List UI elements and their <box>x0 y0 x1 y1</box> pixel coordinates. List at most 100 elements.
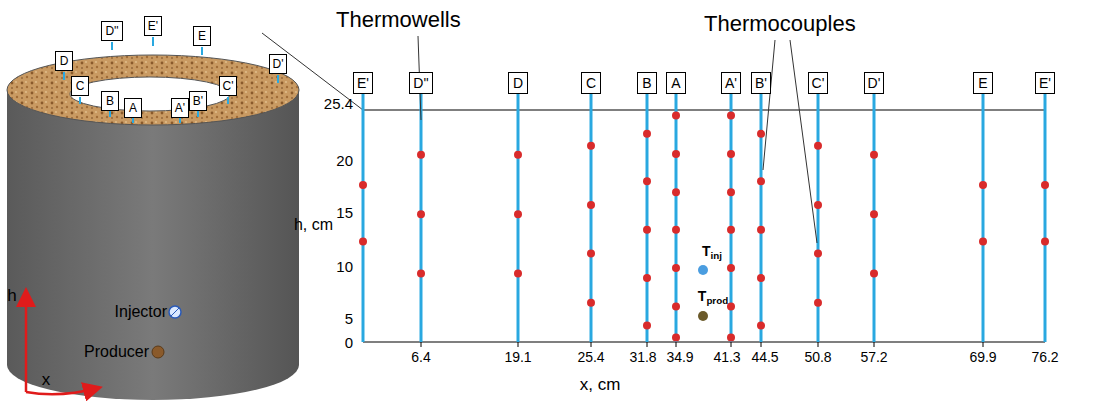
axis-name: x <box>42 371 51 390</box>
tick <box>591 342 592 347</box>
leader-line <box>790 40 817 243</box>
tick <box>874 342 875 347</box>
well-label-box: E <box>973 72 993 94</box>
thermocouple-dot <box>727 333 735 341</box>
well-label-box: C' <box>808 72 829 94</box>
thermocouple-dot <box>814 249 822 257</box>
well-letter: D <box>513 75 523 91</box>
tick <box>761 342 762 347</box>
x-axis <box>26 388 98 394</box>
thermocouple-dot <box>727 188 735 196</box>
tick-label: 5 <box>345 311 353 328</box>
thermocouple-dot <box>672 188 680 196</box>
tick <box>983 342 984 347</box>
leader-line <box>763 40 775 170</box>
well-letter: E' <box>357 75 369 91</box>
well-letter: C <box>586 75 596 91</box>
thermocouple-dot <box>870 270 878 278</box>
cylinder-body <box>7 90 299 400</box>
thermocouple-dot <box>979 181 987 189</box>
thermocouple-dot <box>359 238 367 246</box>
thermocouple-dot <box>514 270 522 278</box>
tick-label: 57.2 <box>860 350 887 365</box>
sensor-label: Tinj <box>702 244 722 262</box>
thermocouple-dot <box>672 302 680 310</box>
axis-title: h, cm <box>294 216 333 234</box>
thermocouple-dot <box>672 226 680 234</box>
well-label-box: A' <box>171 98 189 118</box>
tick-label: 44.5 <box>751 350 778 365</box>
well-letter: B' <box>193 94 203 108</box>
thermocouple-dot <box>870 210 878 218</box>
well-letter: C' <box>223 79 234 93</box>
thermocouple-dot <box>514 151 522 159</box>
bottom-axis <box>363 341 1045 342</box>
thermocouple-dot <box>814 299 822 307</box>
top-line <box>363 109 1045 110</box>
well-letter: B' <box>755 75 767 91</box>
thermocouple-dot <box>643 130 651 138</box>
tick-label: 20 <box>336 153 353 170</box>
figure-title: Thermowells <box>336 8 461 32</box>
well-label-box: B <box>637 72 657 94</box>
thermowell-line <box>760 92 763 342</box>
tick-label: 25.4 <box>577 350 604 365</box>
tick <box>518 342 519 347</box>
thermocouple-dot <box>417 270 425 278</box>
thermocouple-dot <box>727 226 735 234</box>
well-label-box: E' <box>1035 72 1055 94</box>
tick-label: 34.9 <box>666 350 693 365</box>
well-letter: D'' <box>413 75 428 91</box>
tick <box>818 342 819 347</box>
thermocouple-dot <box>587 299 595 307</box>
thermocouple-dot <box>643 177 651 185</box>
thermocouple-dot <box>727 150 735 158</box>
thermocouple-dot <box>814 201 822 209</box>
well-label-box: C <box>581 72 601 94</box>
thermocouple-dot <box>979 238 987 246</box>
well-letter: E' <box>148 19 158 33</box>
thermowell-line <box>362 92 365 342</box>
tick-label: 76.2 <box>1031 350 1058 365</box>
tick-label: 69.9 <box>969 350 996 365</box>
tick-label: 15 <box>336 205 353 222</box>
thermocouple-dot <box>757 130 765 138</box>
thermocouple-dot <box>587 201 595 209</box>
well-name: Producer <box>84 343 149 361</box>
well-label-box: A <box>666 72 686 94</box>
well-letter: C <box>76 79 85 93</box>
thermocouple-dot <box>727 112 735 120</box>
thermocouple-dot <box>417 210 425 218</box>
axis-name: h <box>7 287 16 306</box>
well-label-box: E' <box>144 16 162 36</box>
thermocouple-dot <box>587 142 595 150</box>
tick-label: 19.1 <box>504 350 531 365</box>
well-label-box: D <box>508 72 528 94</box>
pack-top <box>7 55 299 125</box>
well-label-box: C' <box>219 76 238 96</box>
tick-label: 10 <box>336 259 353 276</box>
thermocouple-dot <box>757 322 765 330</box>
thermocouple-dot <box>757 177 765 185</box>
producer-well <box>152 346 164 358</box>
well-letter: E <box>978 75 987 91</box>
well-label-box: D <box>55 51 73 71</box>
thermocouple-dot <box>359 181 367 189</box>
figure-title: Thermocouples <box>704 12 856 36</box>
tprod-dot <box>698 311 708 321</box>
tick <box>731 342 732 347</box>
inner-hole <box>70 77 230 111</box>
tick <box>421 342 422 347</box>
thermocouple-dot <box>672 112 680 120</box>
injector-well <box>169 306 181 318</box>
well-label-box: C <box>71 76 89 96</box>
tick <box>647 342 648 347</box>
thermocouple-dot <box>672 333 680 341</box>
well-label-box: D'' <box>409 72 432 94</box>
well-label-box: B <box>101 91 119 111</box>
tick-label: 0 <box>345 335 353 352</box>
thermocouple-dot <box>870 151 878 159</box>
well-letter: B <box>642 75 651 91</box>
injector-slash <box>171 308 179 316</box>
tick-label: 31.8 <box>629 350 656 365</box>
